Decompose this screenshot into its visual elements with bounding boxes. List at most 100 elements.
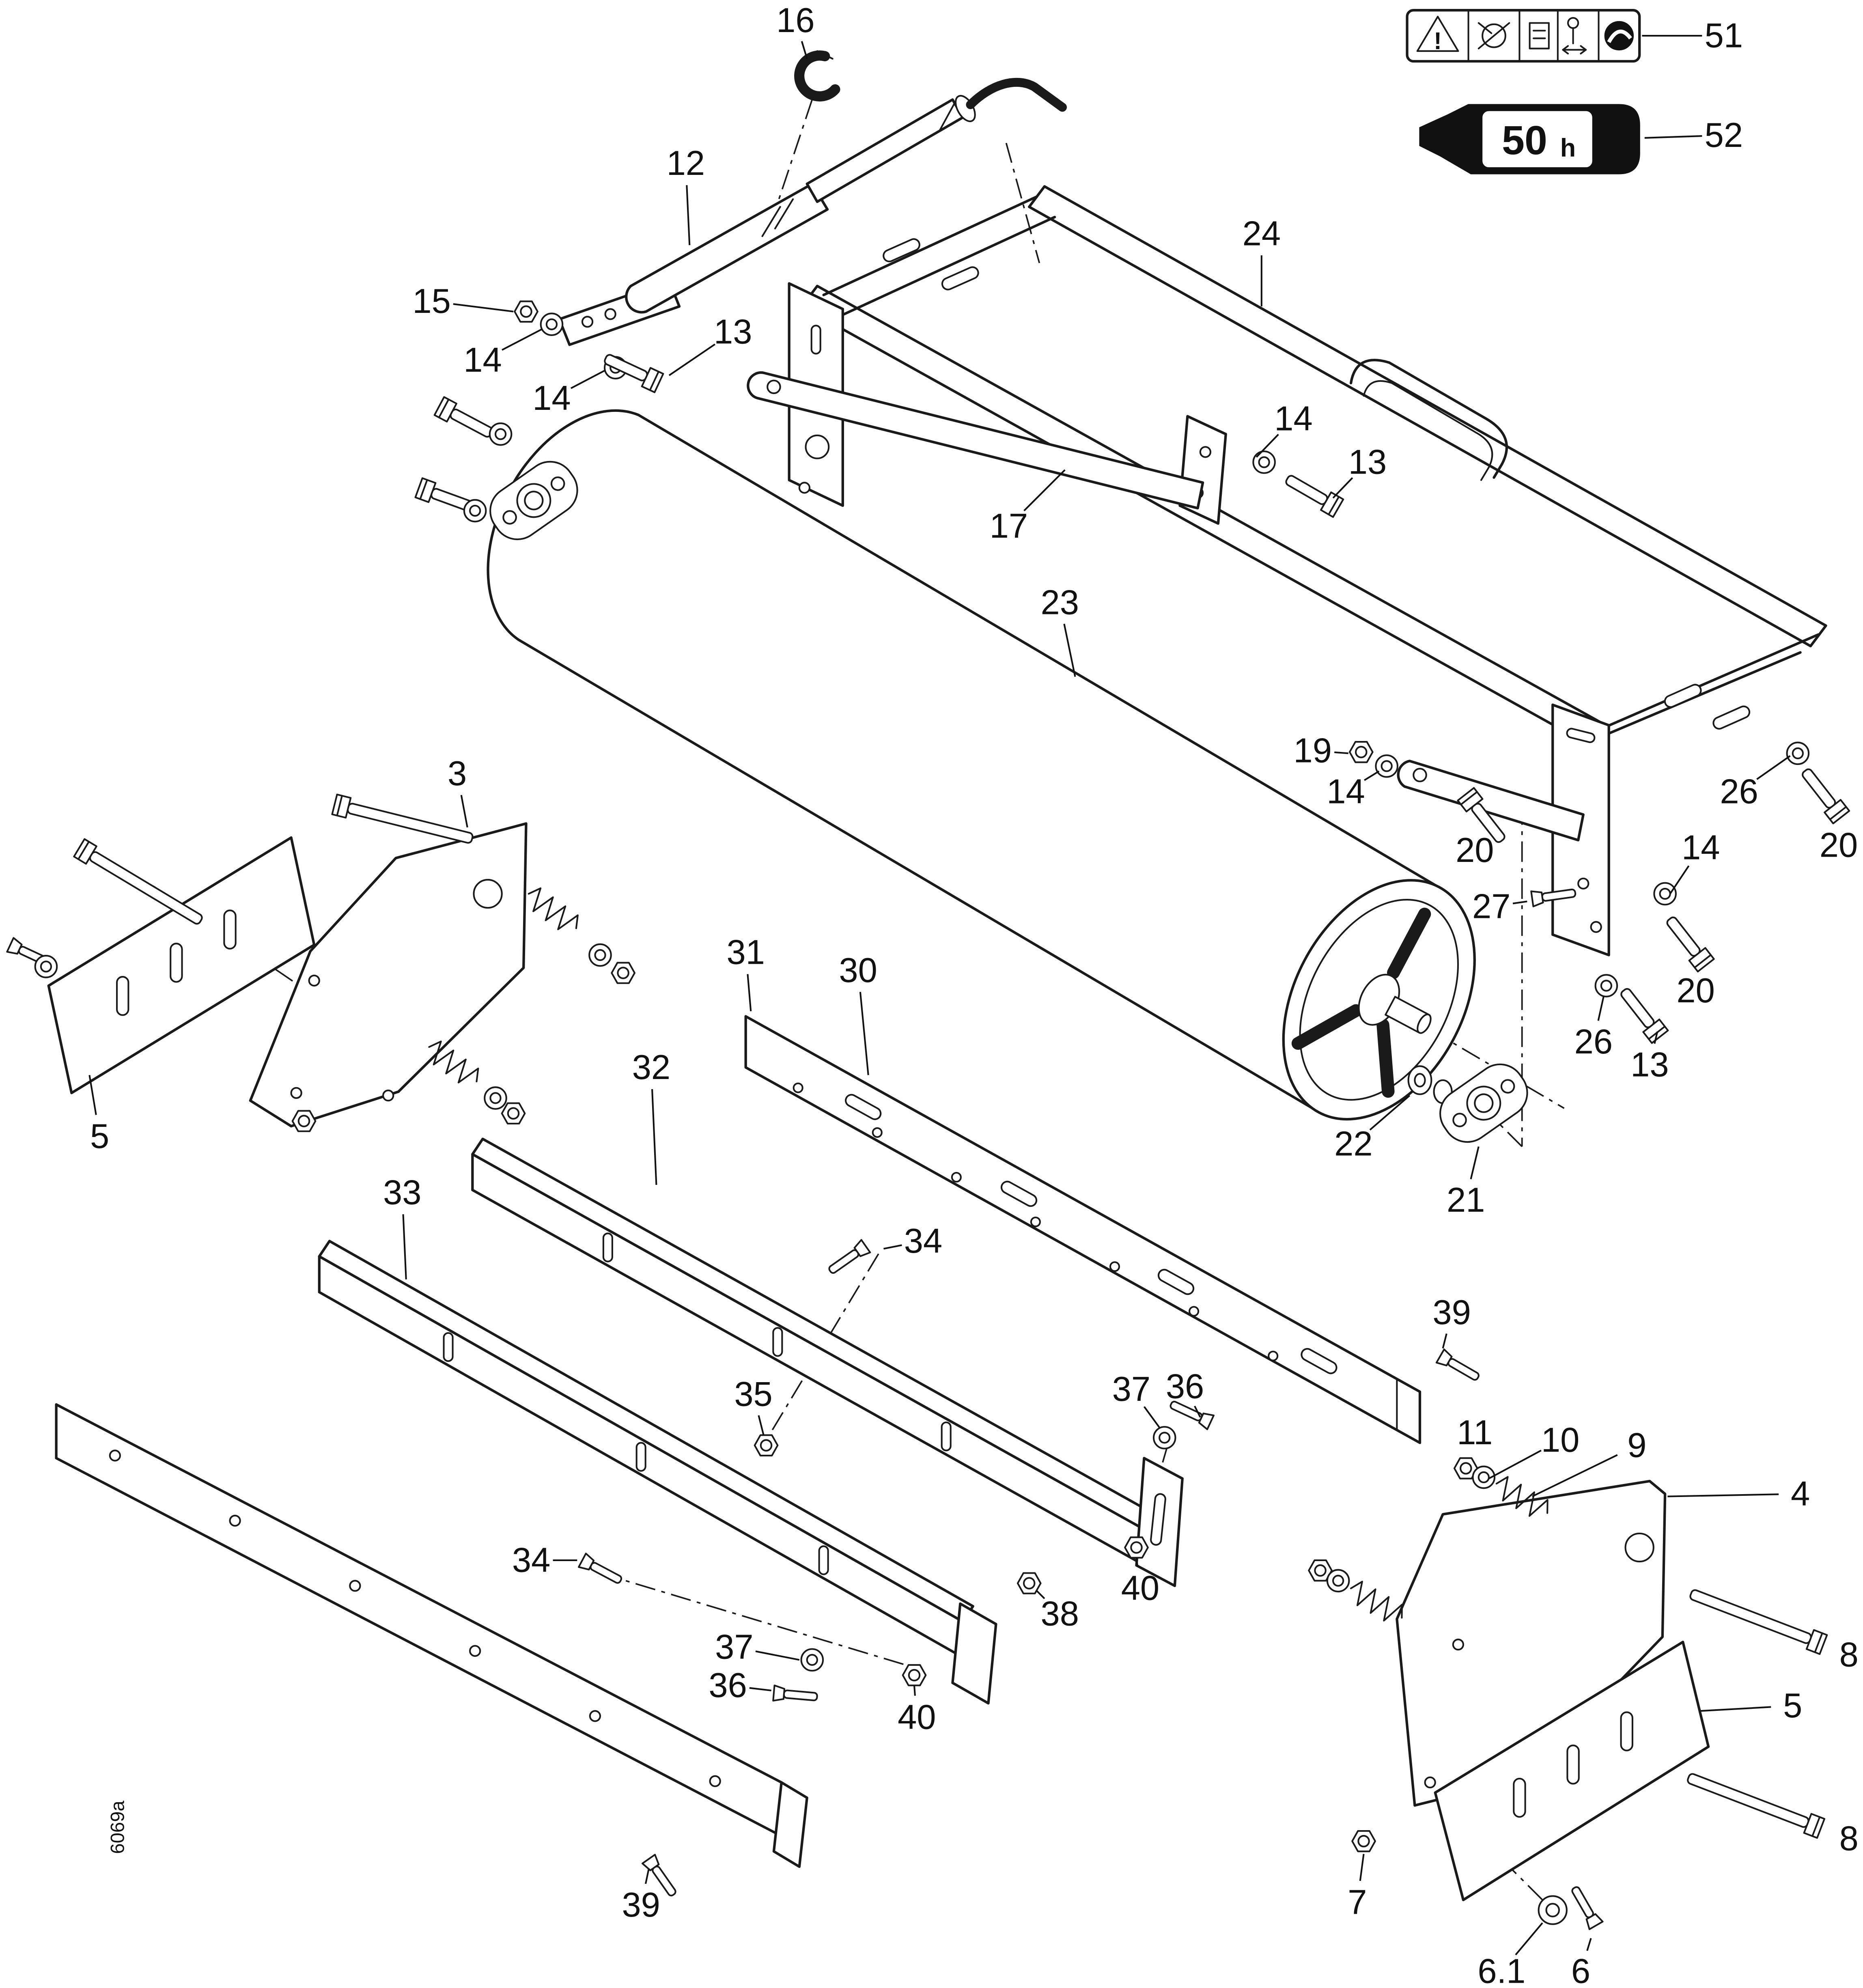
callout-38: 38 (1040, 1595, 1079, 1633)
callout-leader-5 (88, 1075, 97, 1115)
nut-15 (515, 302, 538, 322)
scraper-blade-31 (744, 1015, 1421, 1444)
washer (1327, 1570, 1349, 1592)
callout-8: 8 (1839, 1819, 1859, 1858)
callout-33: 33 (383, 1173, 421, 1212)
callout-3: 3 (448, 754, 467, 793)
callout-leader-14 (502, 328, 542, 351)
callout-leader-52 (1644, 135, 1702, 139)
washer (490, 423, 511, 445)
callout-12: 12 (667, 144, 705, 183)
callout-8: 8 (1839, 1635, 1859, 1674)
retaining-clip (794, 50, 840, 102)
callout-leader-6.1 (1515, 1922, 1543, 1956)
callout-13: 13 (1630, 1046, 1669, 1084)
bar-slot (773, 1328, 782, 1356)
nut-7 (1352, 1831, 1375, 1851)
callout-14: 14 (532, 379, 571, 418)
callout-52: 52 (1705, 116, 1743, 155)
callout-leader-27 (1512, 900, 1527, 905)
callout-14: 14 (1327, 772, 1365, 811)
callout-22: 22 (1334, 1125, 1372, 1163)
callout-10: 10 (1541, 1421, 1579, 1460)
callout-leader-14 (1256, 433, 1279, 458)
blade-end-tab (772, 1781, 808, 1868)
callout-9: 9 (1627, 1426, 1646, 1465)
service-hours-value: 50 (1502, 118, 1547, 163)
callout-5: 5 (90, 1117, 109, 1156)
washer (589, 944, 611, 966)
plate-slot (224, 910, 235, 948)
tube-inner (806, 98, 964, 203)
scraper-blade-bottom (55, 1403, 808, 1868)
nut (502, 1103, 525, 1124)
plate-slot (1621, 1712, 1633, 1750)
scraper-plate-5-right (1434, 1641, 1710, 1902)
callout-14: 14 (463, 341, 502, 379)
callout-leader-10 (1488, 1450, 1542, 1480)
callout-leader-30 (859, 992, 869, 1075)
keep-distance-icon (1562, 17, 1587, 55)
callout-leader-3 (460, 795, 468, 828)
callout-37: 37 (715, 1628, 753, 1666)
callout-leader-4 (1667, 1493, 1779, 1497)
callout-leader-36 (749, 1687, 771, 1691)
callout-6: 6 (1571, 1952, 1590, 1988)
washer-37 (1154, 1427, 1175, 1448)
callout-leader-40 (1135, 1557, 1139, 1567)
callout-21: 21 (1447, 1181, 1485, 1219)
callout-leader-14 (1669, 865, 1690, 894)
plate-slot (170, 943, 182, 982)
service-hours-unit: h (1560, 134, 1576, 162)
bar-slot (637, 1443, 646, 1471)
callout-35: 35 (734, 1375, 772, 1413)
callout-leader-31 (747, 974, 752, 1012)
plate-slot (1567, 1745, 1579, 1783)
callout-19: 19 (1293, 732, 1331, 770)
safety-decal: ! (1406, 9, 1641, 63)
callout-51: 51 (1705, 17, 1743, 55)
callout-leader-36 (1194, 1405, 1201, 1418)
callout-16: 16 (776, 1, 814, 40)
callout-leader-22 (1369, 1095, 1411, 1131)
warning-triangle-icon (1416, 15, 1459, 52)
callout-leader-5 (1701, 1706, 1771, 1712)
frame-plate-slot (812, 325, 821, 353)
nut-19 (1350, 742, 1373, 762)
nut-40 (903, 1665, 926, 1685)
callout-20: 20 (1676, 971, 1714, 1010)
callout-39: 39 (1432, 1293, 1471, 1332)
side-plate-4 (1396, 1480, 1667, 1807)
tube-outer (625, 182, 829, 314)
callout-36: 36 (1166, 1368, 1204, 1406)
bar-slot (444, 1333, 453, 1361)
washer-14 (1253, 451, 1275, 473)
nut-40 (1125, 1537, 1148, 1557)
callout-30: 30 (839, 951, 877, 990)
frame-handle (1349, 359, 1508, 479)
callout-leader-33 (402, 1214, 407, 1279)
callout-leader-40 (913, 1685, 916, 1696)
washer-26 (1596, 975, 1617, 996)
callout-leader-7 (1359, 1854, 1365, 1881)
warning-mark: ! (1434, 27, 1442, 54)
callout-leader-9 (1532, 1454, 1618, 1497)
frame-mid-bracket (1178, 415, 1227, 525)
callout-34: 34 (904, 1222, 942, 1260)
callout-17: 17 (990, 507, 1028, 545)
callout-leader-15 (453, 303, 514, 312)
callout-leader-32 (651, 1089, 657, 1185)
washer-14 (541, 313, 562, 335)
callout-leader-34 (883, 1244, 902, 1250)
callout-24: 24 (1243, 214, 1281, 253)
hardware-layer (7, 302, 1849, 1930)
callout-4: 4 (1791, 1475, 1810, 1513)
rotating-parts-icon (1529, 22, 1550, 50)
service-interval-decal: 50 h (1419, 104, 1640, 174)
callout-leader-26 (1597, 995, 1605, 1021)
callout-26: 26 (1574, 1023, 1613, 1061)
callout-leader-39 (1442, 1333, 1447, 1349)
